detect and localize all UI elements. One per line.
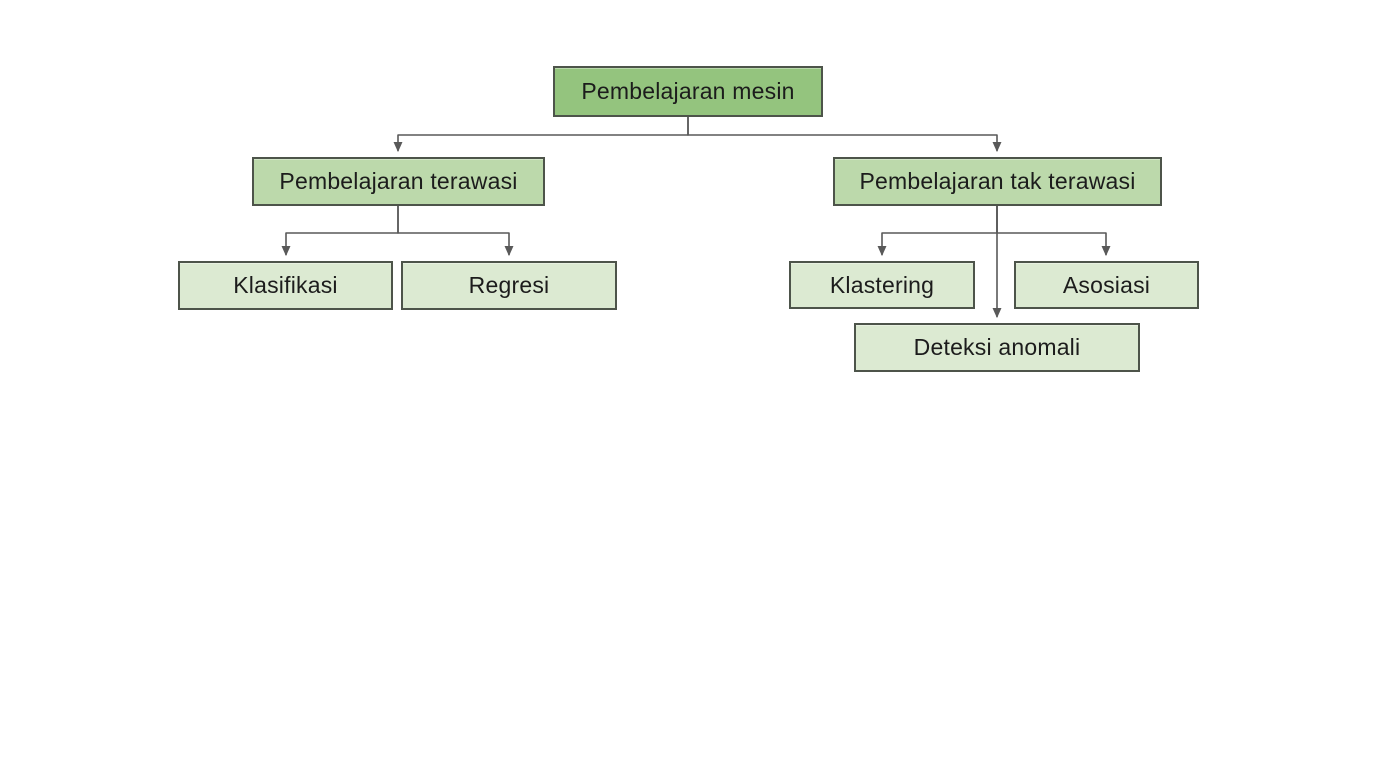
edge-root-supervised bbox=[393, 117, 689, 153]
node-label: Klastering bbox=[829, 271, 935, 298]
node-regresi: Regresi bbox=[401, 261, 617, 310]
edge-supervised-classification bbox=[281, 206, 399, 257]
node-pembelajaran-terawasi: Pembelajaran terawasi bbox=[252, 157, 545, 206]
node-label: Regresi bbox=[468, 272, 550, 298]
node-label: Pembelajaran tak terawasi bbox=[859, 168, 1136, 194]
node-pembelajaran-mesin: Pembelajaran mesin bbox=[553, 66, 823, 117]
node-klastering: Klastering bbox=[789, 261, 975, 309]
node-label: Asosiasi bbox=[1062, 271, 1151, 298]
edge-unsupervised-association bbox=[996, 206, 1111, 257]
edge-supervised-regression bbox=[397, 206, 514, 257]
node-label: Pembelajaran mesin bbox=[581, 78, 795, 104]
node-asosiasi: Asosiasi bbox=[1014, 261, 1199, 309]
node-label: Pembelajaran terawasi bbox=[279, 168, 518, 194]
node-deteksi-anomali: Deteksi anomali bbox=[854, 323, 1140, 372]
edge-unsupervised-clustering bbox=[877, 206, 998, 257]
edge-root-unsupervised bbox=[687, 117, 1002, 153]
node-label: Klasifikasi bbox=[233, 272, 338, 298]
node-klasifikasi: Klasifikasi bbox=[178, 261, 393, 310]
node-label: Deteksi anomali bbox=[913, 334, 1081, 360]
node-pembelajaran-tak-terawasi: Pembelajaran tak terawasi bbox=[833, 157, 1162, 206]
